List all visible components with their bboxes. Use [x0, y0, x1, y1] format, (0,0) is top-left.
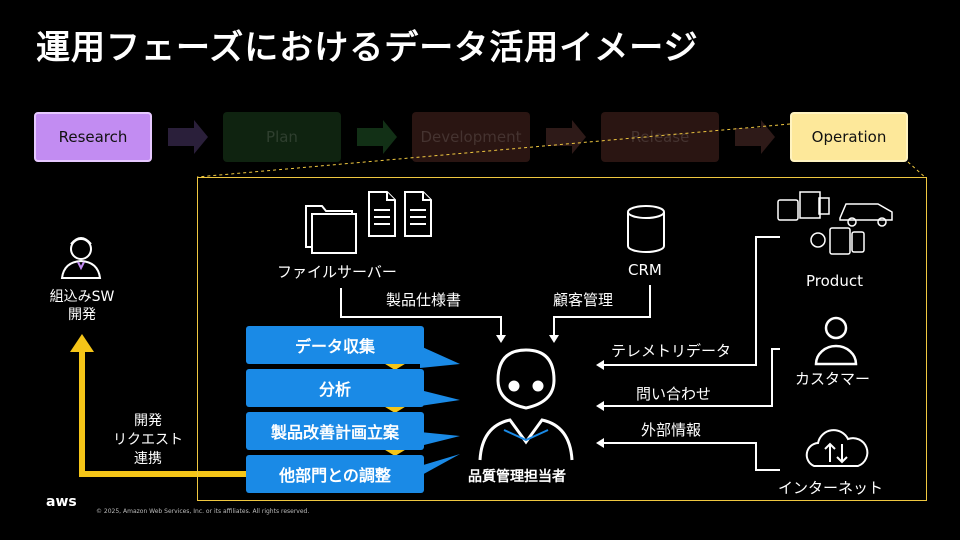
- task-analysis: 分析: [246, 369, 424, 407]
- request-arrow: [79, 350, 246, 477]
- line-spec: [340, 288, 502, 337]
- aws-logo: aws: [46, 494, 77, 510]
- arrow-research-plan: [168, 120, 208, 154]
- arrowheads: [496, 335, 604, 448]
- request-arrowhead: [70, 334, 94, 352]
- embedded-sw-line1: 組込みSW: [49, 289, 115, 305]
- customer-icon: [814, 316, 858, 366]
- product-label: Product: [806, 272, 863, 290]
- task-improvement-plan: 製品改善計画立案: [246, 412, 424, 450]
- quality-manager-label: 品質管理担当者: [468, 469, 566, 485]
- request-label: 開発 リクエスト 連携: [98, 412, 198, 469]
- request-line3: 連携: [134, 451, 162, 467]
- flow-telemetry-label: テレメトリデータ: [611, 342, 732, 360]
- connectors: [340, 236, 780, 471]
- file-server-label: ファイルサーバー: [277, 263, 397, 281]
- phase-operation: Operation: [790, 112, 908, 162]
- quality-manager-icon: [478, 348, 574, 461]
- folder-icon: [305, 205, 357, 254]
- flow-customer-mgmt-label: 顧客管理: [553, 291, 614, 309]
- operation-detail-frame: [197, 177, 927, 501]
- arrow-plan-dev: [357, 120, 397, 154]
- arrow-dev-release: [546, 120, 586, 154]
- phase-release: Release: [601, 112, 719, 162]
- arrow-release-operation: [735, 120, 775, 154]
- line-telemetry: [604, 236, 780, 366]
- zoom-line-right: [907, 161, 927, 179]
- customer-label: カスタマー: [795, 370, 871, 388]
- embedded-sw-line2: 開発: [68, 307, 96, 323]
- task-to-person-arrows: [420, 346, 460, 476]
- phase-arrows: [168, 120, 775, 154]
- cloud-icon: [805, 429, 869, 467]
- line-inquiry: [604, 348, 780, 407]
- phase-research: Research: [34, 112, 152, 162]
- product-icons: [777, 191, 893, 255]
- line-crm: [553, 285, 651, 337]
- internet-label: インターネット: [778, 479, 884, 497]
- request-line1: 開発: [134, 413, 162, 429]
- developer-icon: [60, 237, 102, 279]
- phase-development: Development: [412, 112, 530, 162]
- flow-inquiry-label: 問い合わせ: [636, 385, 712, 403]
- request-line2: リクエスト: [113, 432, 183, 448]
- phase-plan: Plan: [223, 112, 341, 162]
- task-coordination: 他部門との調整: [246, 455, 424, 493]
- page-title: 運用フェーズにおけるデータ活用イメージ: [36, 28, 699, 68]
- flow-spec-label: 製品仕様書: [386, 291, 462, 309]
- database-icon: [627, 205, 665, 253]
- task-data-collection: データ収集: [246, 326, 424, 364]
- crm-label: CRM: [628, 261, 662, 279]
- copyright-footer: © 2025, Amazon Web Services, Inc. or its…: [96, 508, 310, 515]
- line-external: [604, 442, 780, 471]
- document-icon: [368, 191, 432, 237]
- zoom-line-left: [196, 123, 791, 178]
- embedded-sw-label: 組込みSW 開発: [42, 288, 122, 324]
- flow-external-label: 外部情報: [641, 421, 702, 439]
